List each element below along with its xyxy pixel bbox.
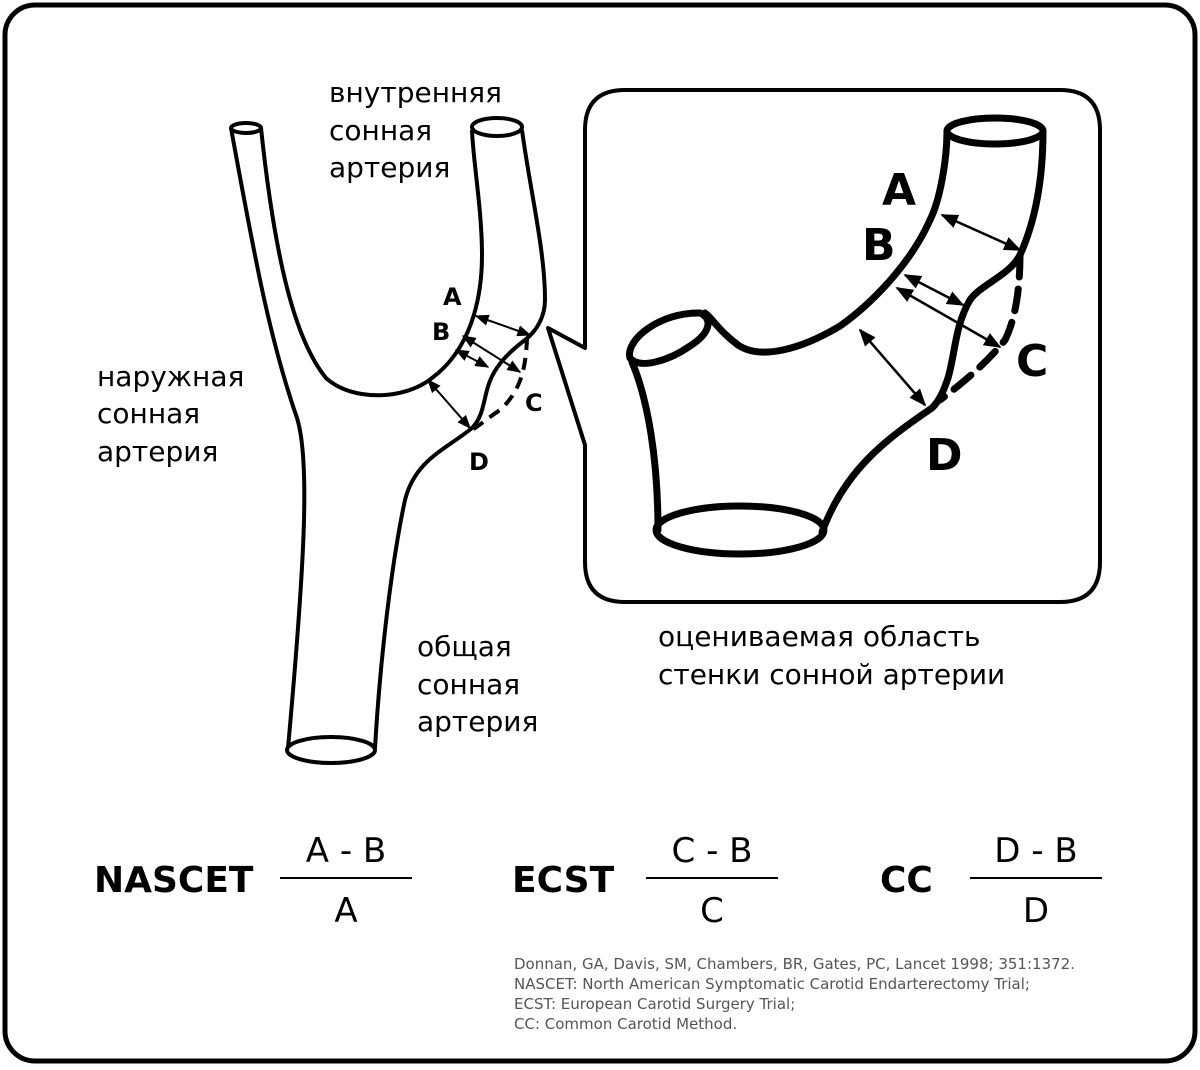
large-bottom-opening (652, 502, 828, 558)
artery-dashed-segment (470, 337, 529, 432)
small-label-a: A (443, 283, 462, 311)
formula-ecst: ECST C - B C (512, 831, 778, 931)
large-measurement-arrows (858, 213, 1022, 407)
common-label-2: сонная (417, 668, 520, 701)
common-label-1: общая (417, 630, 512, 663)
large-arrow-b2 (903, 273, 965, 307)
small-arrow-a (474, 314, 532, 337)
external-artery-opening (229, 121, 263, 135)
reference-line-3: ECST: European Carotid Surgery Trial; (514, 995, 795, 1013)
artery-crotch-contour (259, 127, 484, 398)
formula-denominator-cc: D (1023, 891, 1049, 931)
formula-denominator-ecst: C (700, 891, 724, 931)
small-label-c: C (525, 389, 543, 417)
formula-method-nascet: NASCET (94, 860, 254, 901)
small-label-d: D (469, 448, 489, 476)
small-arrow-d (427, 378, 471, 430)
external-label-1: наружная (97, 360, 244, 393)
small-label-b: B (432, 318, 450, 346)
external-label-3: артерия (97, 435, 218, 468)
formula-numerator-ecst: C - B (672, 831, 753, 871)
reference-line-1: Donnan, GA, Davis, SM, Chambers, BR, Gat… (514, 955, 1075, 973)
large-label-d: D (926, 430, 963, 481)
small-arrow-b1 (461, 335, 522, 373)
internal-label-2: сонная (329, 114, 432, 147)
internal-label-1: внутренняя (329, 76, 502, 109)
reference-line-4: CC: Common Carotid Method. (514, 1015, 737, 1033)
large-label-a: A (882, 165, 916, 216)
reference-line-2: NASCET: North American Symptomatic Carot… (514, 975, 1030, 993)
formula-method-ecst: ECST (512, 860, 615, 901)
small-arrow-b2 (454, 349, 490, 368)
large-branch-opening (626, 309, 712, 367)
formula-numerator-nascet: A - B (306, 831, 386, 871)
large-label-c: C (1016, 336, 1048, 387)
formula-nascet: NASCET A - B A (94, 831, 412, 931)
internal-label-3: артерия (329, 151, 450, 184)
zoom-box (546, 88, 1102, 604)
common-label-3: артерия (417, 705, 538, 738)
formula-numerator-cc: D - B (994, 831, 1077, 871)
large-dashed-segment (936, 251, 1024, 404)
small-artery (229, 116, 547, 765)
large-top-opening (943, 114, 1047, 148)
large-left-contour (628, 358, 662, 534)
internal-artery-opening (470, 116, 524, 138)
formula-denominator-nascet: A (334, 891, 357, 931)
region-caption-1: оцениваемая область (658, 620, 981, 653)
large-arrow-d (858, 328, 927, 407)
region-caption-2: стенки сонной артерии (658, 658, 1005, 691)
artery-left-contour (229, 127, 307, 749)
common-artery-opening (285, 735, 377, 765)
external-label-2: сонная (97, 397, 200, 430)
formula-cc: CC D - B D (880, 831, 1102, 931)
large-arrow-a (940, 213, 1022, 252)
artery-right-contour (373, 129, 547, 749)
large-label-b: B (862, 220, 896, 271)
small-measurement-arrows (427, 314, 532, 430)
formula-method-cc: CC (880, 860, 933, 901)
large-upper-contour (701, 127, 951, 356)
